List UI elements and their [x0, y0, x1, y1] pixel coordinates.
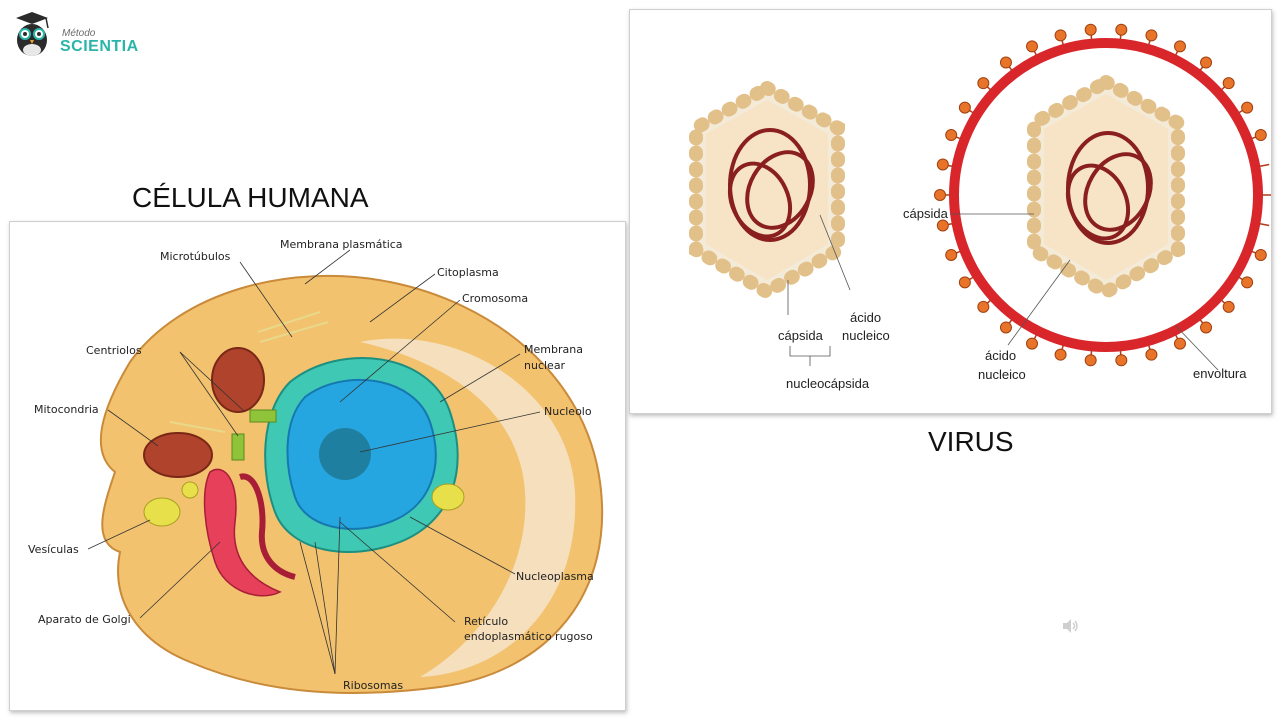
- centriole-b: [231, 433, 245, 461]
- nucleocapsid-left: [689, 79, 845, 301]
- nucleic-acid-right: [1065, 131, 1153, 245]
- virus-leader-lines: [787, 213, 1219, 371]
- metodo-scientia-logo: Método SCIENTIA: [12, 10, 152, 60]
- label-membrana-nuclear-1: Membrana: [524, 343, 583, 356]
- label-reticulo-2: endoplasmático rugoso: [464, 630, 593, 643]
- vesicle-b: [431, 483, 465, 511]
- spike-head: [1145, 29, 1158, 42]
- spike-head: [999, 56, 1012, 69]
- spike-head: [1222, 300, 1235, 313]
- human-cell-diagram: Microtúbulos Membrana plasmática Citopla…: [9, 221, 626, 711]
- vesicle-a: [143, 497, 181, 527]
- spike-head: [936, 158, 949, 171]
- spike-head: [1115, 354, 1128, 367]
- spike-head: [977, 300, 990, 313]
- centriole-a: [249, 409, 277, 423]
- label-cromosoma: Cromosoma: [462, 292, 528, 305]
- mitochondrion-left: [143, 432, 213, 478]
- spike-head: [1054, 348, 1067, 361]
- spike-head: [945, 248, 958, 261]
- logo-brand-text: SCIENTIA: [60, 38, 139, 55]
- label-reticulo-1: Retículo: [464, 615, 508, 628]
- owl-mascot-icon: [16, 12, 49, 56]
- label-membrana-plasmatica: Membrana plasmática: [280, 238, 403, 251]
- mitochondrion-top: [211, 347, 265, 413]
- label-ribosomas: Ribosomas: [343, 679, 403, 692]
- label-envoltura: envoltura: [1193, 366, 1247, 381]
- spike-head: [1026, 40, 1039, 53]
- label-nucleolo: Nucleolo: [544, 405, 592, 418]
- label-nucleocapsida: nucleocápsida: [786, 376, 870, 391]
- spike-head: [1115, 23, 1128, 36]
- spike-head: [1222, 77, 1235, 90]
- spike-head: [958, 101, 971, 114]
- spike-stem: [1259, 222, 1270, 227]
- nucleolus: [319, 428, 371, 480]
- label-capsida-right: cápsida: [903, 206, 949, 221]
- nucleocapsid-right: [1027, 73, 1185, 301]
- label-acido-left-1: ácido: [850, 310, 881, 325]
- label-capsida-left: cápsida: [778, 328, 824, 343]
- label-acido-right-1: ácido: [985, 348, 1016, 363]
- spike-head: [1254, 129, 1267, 142]
- label-mitocondria: Mitocondria: [34, 403, 99, 416]
- label-golgi: Aparato de Golgi: [38, 613, 131, 626]
- spike-head: [1084, 354, 1097, 367]
- spike-head: [999, 321, 1012, 334]
- microtubule-b: [259, 321, 329, 343]
- spike-head: [936, 219, 949, 232]
- virus-title: VIRUS: [928, 426, 1014, 457]
- spike-head: [1173, 40, 1186, 53]
- spike-head: [1084, 23, 1097, 36]
- label-acido-right-2: nucleico: [978, 367, 1026, 382]
- spike-head: [1054, 29, 1067, 42]
- spike-head: [977, 77, 990, 90]
- viral-envelope: [949, 38, 1263, 352]
- vesicle-c: [181, 481, 199, 499]
- microtubule-a: [257, 311, 321, 333]
- envelope-spikes: [934, 23, 1271, 367]
- cell-title: CÉLULA HUMANA: [132, 182, 369, 213]
- spike-head: [945, 129, 958, 142]
- golgi-cisterna: [239, 473, 296, 580]
- nucleic-acid-left: [727, 128, 815, 242]
- virus-diagram: cápsida ácido nucleico nucleocápsida cáp…: [629, 9, 1272, 414]
- spike-head: [1026, 337, 1039, 350]
- spike-head: [1254, 248, 1267, 261]
- leader-lines: [87, 249, 541, 675]
- cytoplasm-cutaway: [360, 338, 576, 677]
- spike-head: [958, 276, 971, 289]
- label-membrana-nuclear-2: nuclear: [524, 359, 566, 372]
- capsid-fill-right: [1044, 94, 1168, 280]
- spike-head: [1200, 56, 1213, 69]
- spike-head: [1145, 348, 1158, 361]
- microtubule-c: [169, 421, 226, 433]
- golgi-apparatus: [203, 468, 282, 597]
- spike-head: [1241, 101, 1254, 114]
- label-citoplasma: Citoplasma: [437, 266, 499, 279]
- spike-head: [1173, 337, 1186, 350]
- label-centriolos: Centriolos: [86, 344, 142, 357]
- label-microtubulos: Microtúbulos: [160, 250, 231, 263]
- spike-stem: [1259, 163, 1270, 168]
- spike-head: [934, 189, 946, 201]
- label-nucleoplasma: Nucleoplasma: [516, 570, 594, 583]
- label-acido-left-2: nucleico: [842, 328, 890, 343]
- speaker-icon[interactable]: [1060, 616, 1080, 636]
- spike-head: [1200, 321, 1213, 334]
- logo-small-text: Método: [62, 28, 96, 39]
- label-vesiculas: Vesículas: [28, 543, 79, 556]
- spike-head: [1241, 276, 1254, 289]
